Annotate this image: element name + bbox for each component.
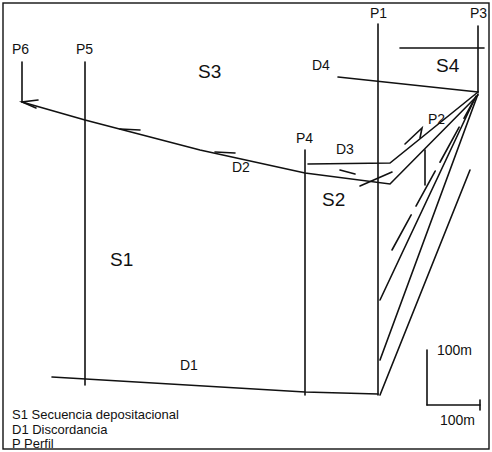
sequence-label: S3 xyxy=(198,62,221,81)
profile-label: P4 xyxy=(296,131,313,145)
legend-entry: S1 Secuencia depositacional xyxy=(12,408,179,421)
profile-label: P2 xyxy=(428,112,445,126)
sequence-label: S2 xyxy=(322,190,345,209)
profile-label: P1 xyxy=(370,6,387,20)
sequence-label: S4 xyxy=(436,56,459,75)
scale-label: 100m xyxy=(437,343,472,357)
unconformity-label: D3 xyxy=(336,142,354,156)
unconformity-label: D2 xyxy=(232,160,250,174)
scale-label: 100m xyxy=(440,413,475,427)
legend-entry: D1 Discordancia xyxy=(12,423,107,436)
profile-label: P3 xyxy=(470,6,487,20)
profile-label: P5 xyxy=(76,42,93,56)
unconformity-label: D4 xyxy=(312,58,330,72)
profile-label: P6 xyxy=(12,42,29,56)
unconformity-label: D1 xyxy=(180,358,198,372)
sequence-label: S1 xyxy=(110,250,133,269)
legend-entry: P Perfil xyxy=(12,437,54,450)
